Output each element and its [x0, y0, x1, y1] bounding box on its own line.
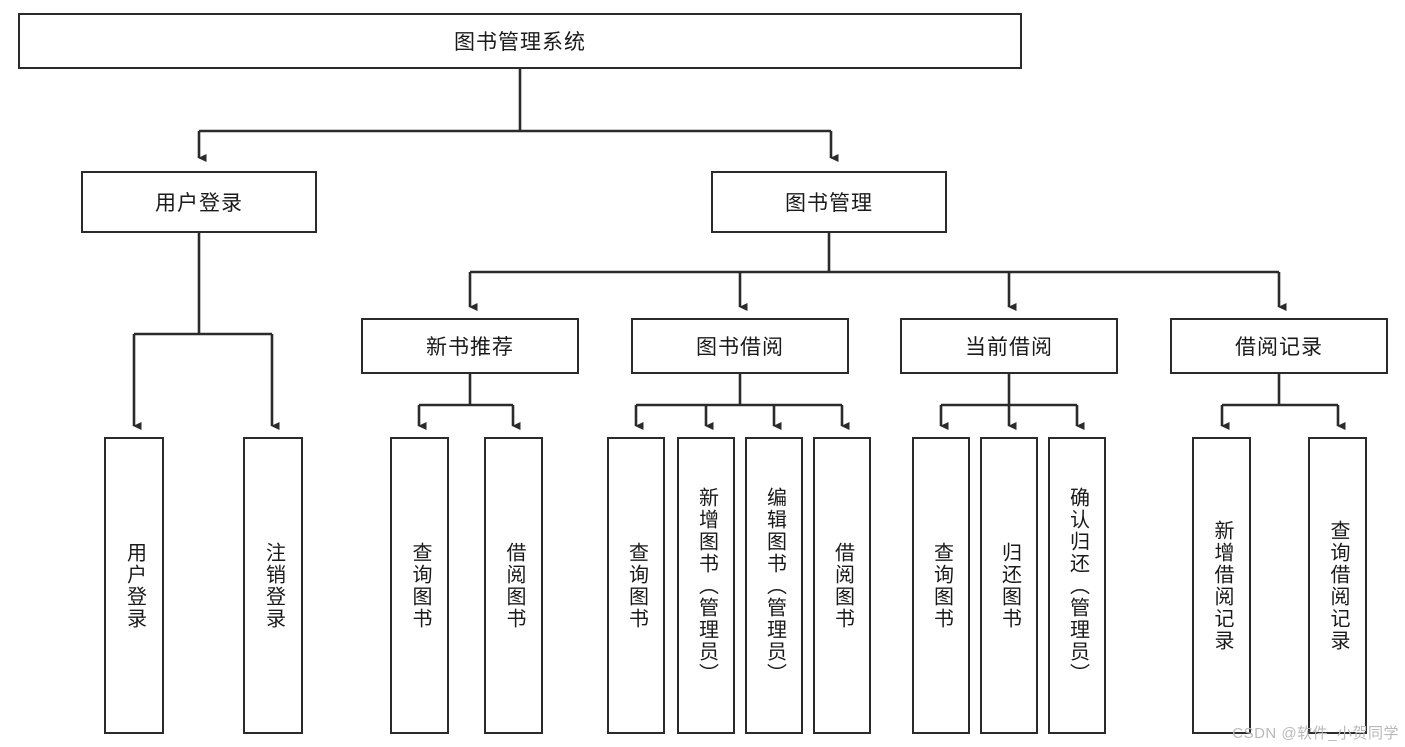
- node-book-borrow[interactable]: 图书借阅: [631, 318, 849, 374]
- node-leaf-borrow-book-1[interactable]: 借阅图书: [484, 437, 543, 734]
- node-root[interactable]: 图书管理系统: [18, 13, 1022, 69]
- node-book-manage-label: 图书管理: [785, 192, 873, 215]
- node-book-borrow-label: 图书借阅: [696, 336, 784, 359]
- node-leaf-confirm-return-admin[interactable]: 确认归还（管理员）: [1048, 437, 1106, 734]
- node-leaf-logout-login-label: 注销登录: [262, 541, 285, 630]
- node-leaf-query-book-2-label: 查询图书: [625, 541, 648, 630]
- node-leaf-add-book-admin-label: 新增图书（管理员）: [695, 486, 718, 685]
- node-leaf-confirm-return-admin-label: 确认归还（管理员）: [1066, 486, 1089, 685]
- node-leaf-query-book-2[interactable]: 查询图书: [607, 437, 665, 734]
- node-leaf-query-borrow-record-label: 查询借阅记录: [1327, 519, 1349, 652]
- node-leaf-add-borrow-record[interactable]: 新增借阅记录: [1192, 437, 1251, 734]
- node-leaf-query-book-1-label: 查询图书: [409, 541, 431, 630]
- node-leaf-query-borrow-record[interactable]: 查询借阅记录: [1308, 437, 1367, 734]
- node-leaf-query-book-3-label: 查询图书: [930, 541, 953, 630]
- watermark-text: CSDN @软件_小贺同学: [1232, 725, 1399, 742]
- node-user-login-label: 用户登录: [155, 192, 243, 215]
- node-leaf-query-book-3[interactable]: 查询图书: [912, 437, 970, 734]
- node-leaf-logout-login[interactable]: 注销登录: [243, 437, 303, 734]
- node-leaf-borrow-book-2-label: 借阅图书: [831, 541, 854, 630]
- node-borrow-record-label: 借阅记录: [1235, 336, 1323, 359]
- node-current-borrow[interactable]: 当前借阅: [900, 318, 1118, 374]
- node-borrow-record[interactable]: 借阅记录: [1170, 318, 1388, 374]
- node-leaf-return-book-label: 归还图书: [998, 541, 1021, 630]
- node-new-book-recommend-label: 新书推荐: [426, 336, 514, 359]
- node-leaf-borrow-book-2[interactable]: 借阅图书: [813, 437, 871, 734]
- node-leaf-edit-book-admin[interactable]: 编辑图书（管理员）: [745, 437, 803, 734]
- node-leaf-return-book[interactable]: 归还图书: [980, 437, 1038, 734]
- node-leaf-query-book-1[interactable]: 查询图书: [390, 437, 449, 734]
- node-leaf-borrow-book-1-label: 借阅图书: [503, 541, 525, 630]
- node-current-borrow-label: 当前借阅: [965, 336, 1053, 359]
- node-book-manage[interactable]: 图书管理: [711, 171, 947, 233]
- node-leaf-add-borrow-record-label: 新增借阅记录: [1211, 519, 1233, 652]
- node-new-book-recommend[interactable]: 新书推荐: [361, 318, 579, 374]
- node-leaf-user-login[interactable]: 用户登录: [104, 437, 164, 734]
- node-root-label: 图书管理系统: [454, 31, 586, 54]
- node-leaf-user-login-label: 用户登录: [123, 541, 146, 630]
- node-leaf-edit-book-admin-label: 编辑图书（管理员）: [763, 486, 786, 685]
- node-leaf-add-book-admin[interactable]: 新增图书（管理员）: [677, 437, 735, 734]
- node-user-login[interactable]: 用户登录: [81, 171, 317, 233]
